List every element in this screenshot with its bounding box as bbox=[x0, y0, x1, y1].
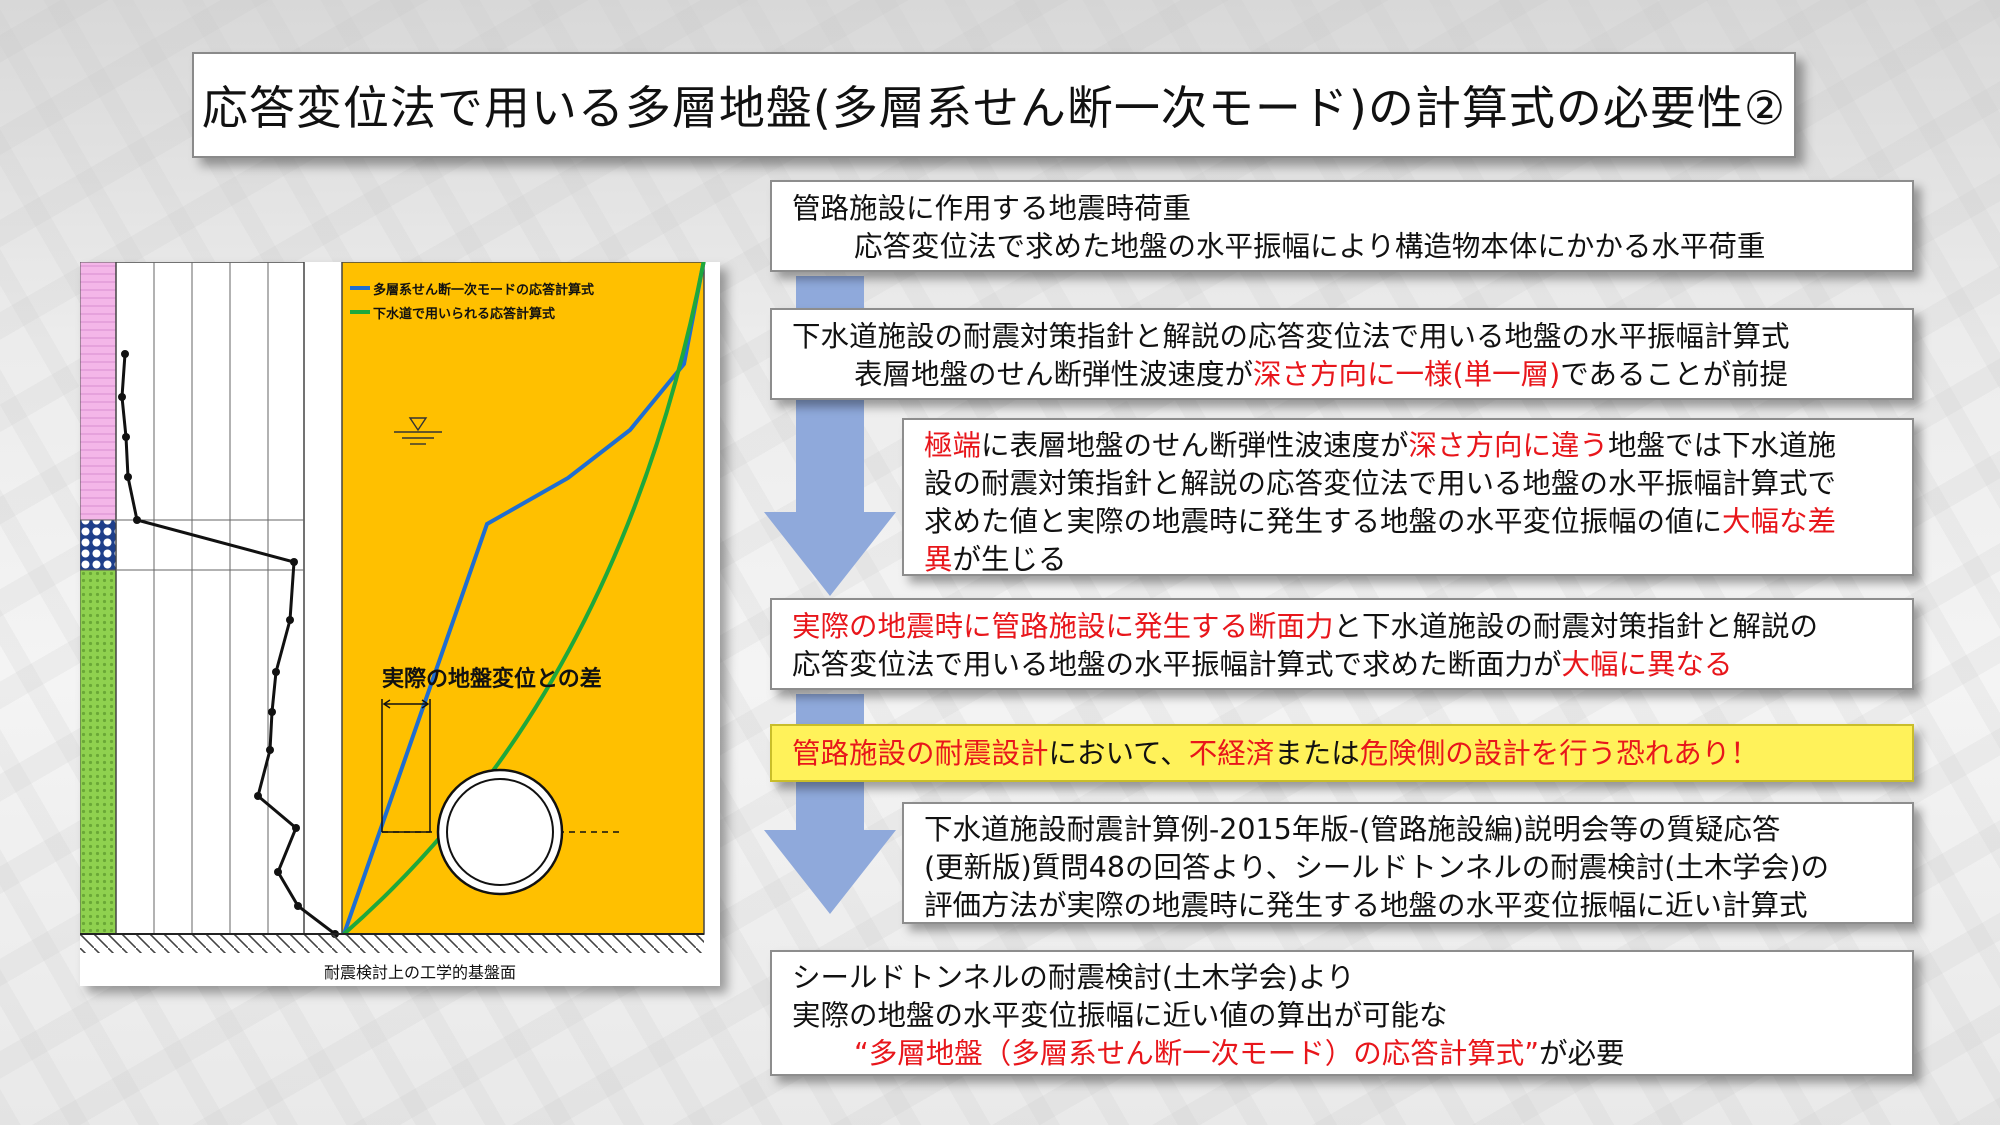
box7-line2: 実際の地盤の水平変位振幅に近い値の算出が可能な bbox=[792, 999, 1448, 1032]
box5-line: 管路施設の耐震設計において、不経済または危険側の設計を行う恐れあり！ bbox=[792, 735, 1892, 773]
box3-text-c: 求めた値と実際の地震時に発生する地盤の水平変位振幅の値に bbox=[924, 505, 1723, 538]
box6-line2: (更新版)質問48の回答より、シールドトンネルの耐震検討(土木学会)の bbox=[924, 851, 1829, 884]
stratum-gravel bbox=[80, 519, 117, 571]
page-title: 応答変位法で用いる多層地盤(多層系せん断一次モード)の計算式の必要性② bbox=[201, 81, 1787, 135]
diagram-svg: 多層系せん断一次モードの応答計算式 下水道で用いられる応答計算式 実際の地盤変位… bbox=[80, 262, 706, 982]
box3-line1: 極端に表層地盤のせん断弾性波速度が深さ方向に違う地盤では下水道施 bbox=[924, 427, 1892, 465]
box7-red: “多層地盤（多層系せん断一次モード）の応答計算式” bbox=[854, 1037, 1540, 1070]
engineering-base-label: 耐震検討上の工学的基盤面 bbox=[324, 963, 516, 982]
box7-text: が必要 bbox=[1539, 1037, 1625, 1070]
sewer-response-curve bbox=[342, 262, 706, 936]
box4-line1: 実際の地震時に管路施設に発生する断面力と下水道施設の耐震対策指針と解説の bbox=[792, 608, 1892, 646]
box3-text-a: に表層地盤のせん断弾性波速度が bbox=[981, 429, 1409, 462]
box7-line1: シールドトンネルの耐震検討(土木学会)より bbox=[792, 961, 1355, 994]
box-sewer-formula: 下水道施設の耐震対策指針と解説の応答変位法で用いる地盤の水平振幅計算式 表層地盤… bbox=[770, 308, 1914, 400]
stratum-sand bbox=[80, 569, 117, 935]
box2-line2-a: 表層地盤のせん断弾性波速度が bbox=[854, 358, 1254, 391]
box2-line1: 下水道施設の耐震対策指針と解説の応答変位法で用いる地盤の水平振幅計算式 bbox=[792, 320, 1790, 353]
ground-response-diagram: 多層系せん断一次モードの応答計算式 下水道で用いられる応答計算式 実際の地盤変位… bbox=[80, 262, 720, 986]
box5-text-a: において、 bbox=[1048, 737, 1189, 770]
box4-red-b: 大幅に異なる bbox=[1561, 648, 1733, 681]
box5-red-a: 管路施設の耐震設計 bbox=[792, 737, 1049, 770]
box-conclusion: シールドトンネルの耐震検討(土木学会)より 実際の地盤の水平変位振幅に近い値の算… bbox=[770, 950, 1914, 1076]
box6-line1: 下水道施設耐震計算例-2015年版-(管路施設編)説明会等の質疑応答 bbox=[924, 813, 1781, 846]
box2-line2-b: であることが前提 bbox=[1560, 358, 1788, 391]
multilayer-response-curve bbox=[342, 262, 706, 935]
box-seismic-load: 管路施設に作用する地震時荷重 応答変位法で求めた地盤の水平振幅により構造物本体に… bbox=[770, 180, 1914, 272]
legend-sewer: 下水道で用いられる応答計算式 bbox=[373, 306, 555, 322]
box5-text-b: または bbox=[1274, 737, 1360, 770]
box3-text-d: が生じる bbox=[952, 543, 1067, 576]
box5-red-c: 危険側の設計を行う恐れあり！ bbox=[1359, 737, 1759, 770]
box3-red-extreme: 極端 bbox=[924, 429, 982, 462]
box7-line3: “多層地盤（多層系せん断一次モード）の応答計算式”が必要 bbox=[792, 1035, 1892, 1073]
water-table-icon bbox=[394, 417, 442, 445]
box3-line4: 異が生じる bbox=[924, 541, 1892, 579]
box3-line2: 設の耐震対策指針と解説の応答変位法で用いる地盤の水平振幅計算式で bbox=[924, 467, 1837, 500]
box1-line2: 応答変位法で求めた地盤の水平振幅により構造物本体にかかる水平荷重 bbox=[854, 230, 1766, 263]
pipe-cross-section-icon bbox=[436, 768, 564, 896]
title-box: 応答変位法で用いる多層地盤(多層系せん断一次モード)の計算式の必要性② bbox=[192, 52, 1796, 158]
box2-line2-red: 深さ方向に一様(単一層) bbox=[1253, 358, 1561, 391]
legend-multilayer: 多層系せん断一次モードの応答計算式 bbox=[373, 282, 594, 298]
box6-line3: 評価方法が実際の地震時に発生する地盤の水平変位振幅に近い計算式 bbox=[924, 889, 1808, 922]
box4-text-a: と下水道施設の耐震対策指針と解説の bbox=[1333, 610, 1819, 643]
box-qa-reference: 下水道施設耐震計算例-2015年版-(管路施設編)説明会等の質疑応答 (更新版)… bbox=[902, 802, 1914, 924]
box-large-difference: 極端に表層地盤のせん断弾性波速度が深さ方向に違う地盤では下水道施 設の耐震対策指… bbox=[902, 418, 1914, 576]
box-section-force: 実際の地震時に管路施設に発生する断面力と下水道施設の耐震対策指針と解説の 応答変… bbox=[770, 598, 1914, 690]
box4-red-a: 実際の地震時に管路施設に発生する断面力 bbox=[792, 610, 1334, 643]
box3-text-b: 地盤では下水道施 bbox=[1608, 429, 1837, 462]
box3-red-depth: 深さ方向に違う bbox=[1408, 429, 1609, 462]
box1-line1: 管路施設に作用する地震時荷重 bbox=[792, 192, 1192, 225]
box4-text-b: 応答変位法で用いる地盤の水平振幅計算式で求めた断面力が bbox=[792, 648, 1562, 681]
box2-line2: 表層地盤のせん断弾性波速度が深さ方向に一様(単一層)であることが前提 bbox=[792, 356, 1892, 394]
difference-label: 実際の地盤変位との差 bbox=[382, 666, 602, 692]
box-design-risk: 管路施設の耐震設計において、不経済または危険側の設計を行う恐れあり！ bbox=[770, 724, 1914, 782]
box3-red-diff: 大幅な差 bbox=[1722, 505, 1837, 538]
box3-red-diff2: 異 bbox=[924, 543, 953, 576]
box3-line3: 求めた値と実際の地震時に発生する地盤の水平変位振幅の値に大幅な差 bbox=[924, 503, 1892, 541]
box4-line2: 応答変位法で用いる地盤の水平振幅計算式で求めた断面力が大幅に異なる bbox=[792, 646, 1892, 684]
stratum-clay bbox=[80, 262, 117, 521]
box5-red-b: 不経済 bbox=[1188, 737, 1275, 770]
